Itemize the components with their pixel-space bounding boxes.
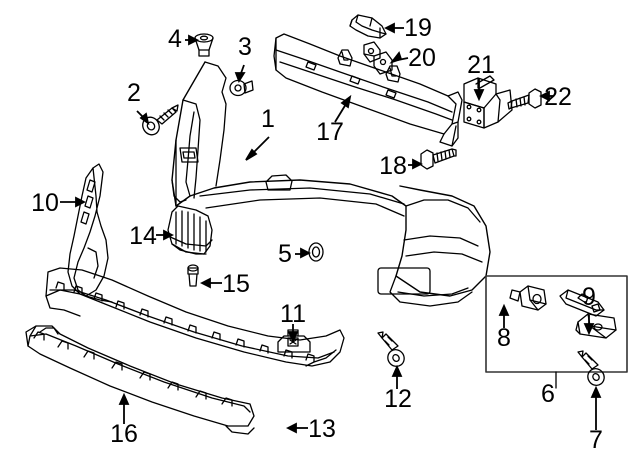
leader-17 [334, 94, 352, 123]
part-impact-bar-reinforcement[interactable] [273, 33, 463, 147]
callout-label-5: 5 [278, 240, 292, 268]
leader-8 [498, 303, 510, 328]
part-rear-bumper-cover[interactable] [171, 61, 491, 307]
part-side-retainer-bracket[interactable] [349, 14, 387, 39]
callout-label-17: 17 [316, 118, 344, 146]
callout-label-15: 15 [222, 270, 250, 298]
part-tapping-screw-lower[interactable] [377, 331, 407, 370]
callout-label-19: 19 [404, 14, 432, 42]
leader-3 [234, 64, 246, 84]
callout-label-14: 14 [129, 222, 157, 250]
callout-label-16: 16 [110, 420, 138, 448]
callout-label-13: 13 [308, 415, 336, 443]
leader-22 [538, 90, 554, 102]
leader-9 [583, 315, 595, 336]
callout-label-1: 1 [261, 105, 275, 133]
part-lower-valance-molding[interactable] [45, 267, 345, 367]
callout-label-11: 11 [280, 300, 306, 328]
callout-label-22: 22 [544, 83, 572, 111]
leader-5 [295, 247, 312, 259]
part-push-pin[interactable] [187, 264, 199, 287]
leader-11 [287, 324, 299, 344]
callout-label-2: 2 [127, 79, 141, 107]
callout-label-8: 8 [497, 324, 511, 352]
part-tow-hook-bracket[interactable] [463, 75, 513, 129]
leader-14 [156, 229, 175, 241]
callout-label-3: 3 [238, 33, 252, 61]
callout-label-20: 20 [408, 44, 436, 72]
part-tapping-screw[interactable] [140, 104, 179, 138]
part-sensor-bracket-kit-box[interactable] [485, 275, 628, 389]
leader-13 [285, 422, 308, 434]
callout-label-6: 6 [541, 380, 555, 408]
callout-label-9: 9 [582, 283, 596, 311]
part-energy-absorber-bracket[interactable] [167, 205, 213, 255]
part-mounting-plate-bracket[interactable] [363, 41, 393, 75]
leader-21 [473, 78, 485, 102]
part-parking-sensor[interactable] [509, 285, 547, 311]
part-lower-spoiler-trim[interactable] [25, 325, 255, 435]
leader-1 [245, 136, 270, 161]
leader-7 [590, 385, 602, 430]
leader-10 [60, 196, 87, 208]
part-hex-bolt[interactable] [507, 88, 542, 110]
callout-label-4: 4 [168, 25, 182, 53]
callout-label-21: 21 [467, 51, 495, 79]
leader-2 [136, 110, 150, 126]
leader-4 [185, 34, 200, 46]
leader-19 [383, 22, 404, 34]
leader-15 [199, 277, 222, 289]
leader-12 [391, 364, 403, 389]
callout-label-7: 7 [589, 426, 603, 454]
callout-label-12: 12 [384, 385, 412, 413]
leader-16 [118, 392, 130, 424]
callout-label-18: 18 [379, 152, 407, 180]
kit-box-rail-part [559, 289, 605, 317]
leader-20 [389, 51, 409, 64]
leader-18 [408, 158, 424, 170]
part-flange-bolt[interactable] [577, 350, 607, 389]
callout-label-10: 10 [31, 189, 59, 217]
